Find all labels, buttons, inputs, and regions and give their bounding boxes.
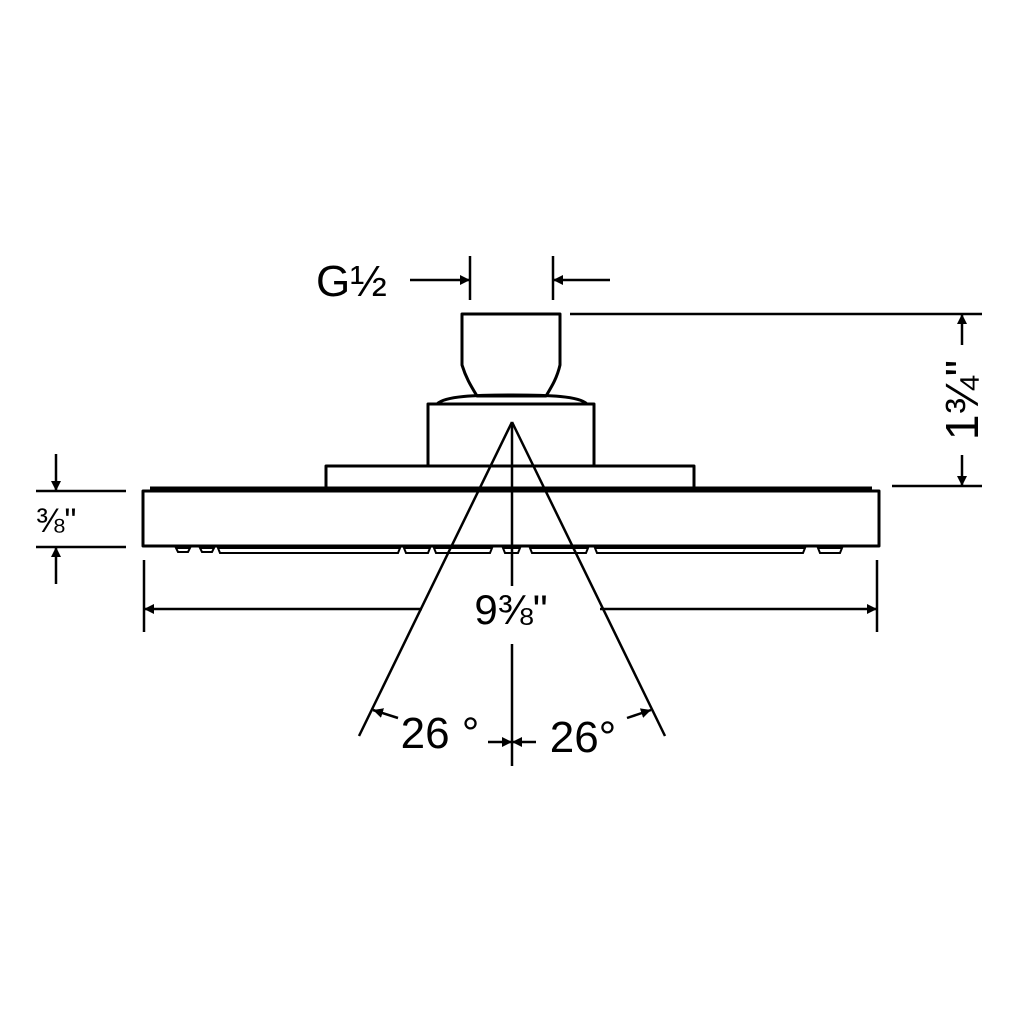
spray-cone-left bbox=[357, 421, 514, 737]
spray-cone-right bbox=[510, 421, 667, 737]
connector-collar bbox=[435, 393, 589, 406]
angle-left-arrow-outer bbox=[372, 708, 399, 720]
connector-body bbox=[460, 312, 562, 398]
angle-left-label: 26 ° bbox=[401, 709, 480, 758]
height-label: 1¾" bbox=[936, 360, 988, 440]
angle-right-label: 26° bbox=[550, 713, 617, 762]
thread-size-label: G½ bbox=[316, 257, 387, 306]
diameter-label: 9⅜" bbox=[474, 586, 547, 633]
thickness-label: ⅜" bbox=[36, 502, 76, 540]
angle-right-arrow-outer bbox=[626, 708, 652, 720]
nozzle-row bbox=[174, 547, 844, 554]
base-plate bbox=[324, 464, 696, 492]
